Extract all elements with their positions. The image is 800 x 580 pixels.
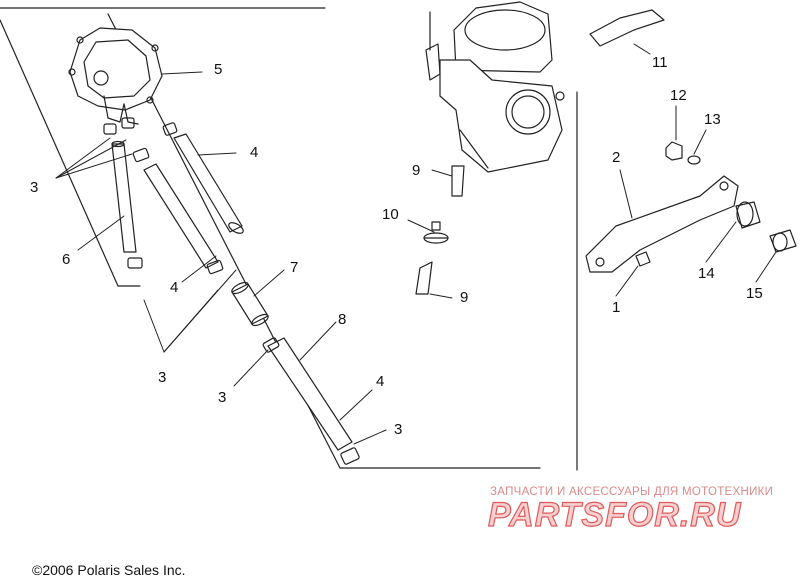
callout-3-lower: 3 [158, 369, 167, 386]
callout-3-upper: 3 [30, 179, 39, 196]
hose-part-4-upper [132, 133, 244, 234]
callout-14: 14 [698, 265, 715, 282]
watermark-logo: PARTSFOR.RU [487, 495, 742, 534]
watermark-tagline: ЗАПЧАСТИ И АКСЕССУАРЫ ДЛЯ МОТОТЕХНИКИ [490, 486, 774, 498]
callout-3-bottom: 3 [394, 421, 403, 438]
fitting-part-9-lower [415, 261, 433, 295]
spacer-part-15 [769, 229, 797, 253]
bracket-part-2 [585, 175, 739, 273]
callout-13: 13 [704, 111, 721, 128]
callout-4-lower: 4 [376, 373, 385, 390]
leader-lines [55, 43, 777, 445]
callout-10: 10 [382, 206, 399, 223]
callout-3-mid: 3 [218, 389, 227, 406]
copyright-text: ©2006 Polaris Sales Inc. [32, 562, 186, 578]
callout-4-upper: 4 [250, 144, 259, 161]
fuel-pump-part-5 [68, 27, 163, 125]
callout-9-upper: 9 [412, 162, 421, 179]
valve-part-10 [423, 221, 449, 244]
callout-4-middle: 4 [170, 279, 179, 296]
fuel-filter-part-7 [231, 281, 269, 327]
watermark-logo-text: PARTSFOR.RU [488, 496, 742, 534]
callout-6: 6 [62, 251, 71, 268]
carburetor-assembly [425, 1, 565, 173]
callout-8: 8 [338, 311, 347, 328]
fitting-part-9-upper [451, 165, 465, 197]
callout-15: 15 [746, 285, 763, 302]
hose-part-6 [111, 140, 143, 269]
hose-part-4-middle [143, 163, 224, 275]
hose-part-8 [262, 337, 360, 465]
clamp-part-3-a [103, 117, 178, 136]
callout-5: 5 [214, 61, 223, 78]
callout-11: 11 [652, 54, 668, 71]
callout-12: 12 [670, 87, 687, 104]
callout-9-lower: 9 [460, 289, 469, 306]
callout-7: 7 [290, 259, 299, 276]
vent-hose-part-11 [589, 9, 665, 47]
bushing-part-14 [735, 201, 761, 229]
callout-1: 1 [612, 299, 621, 316]
callout-2: 2 [612, 149, 621, 166]
nut-part-12 [665, 141, 683, 161]
washer-part-13 [687, 155, 701, 165]
bolt-part-1 [635, 251, 651, 267]
